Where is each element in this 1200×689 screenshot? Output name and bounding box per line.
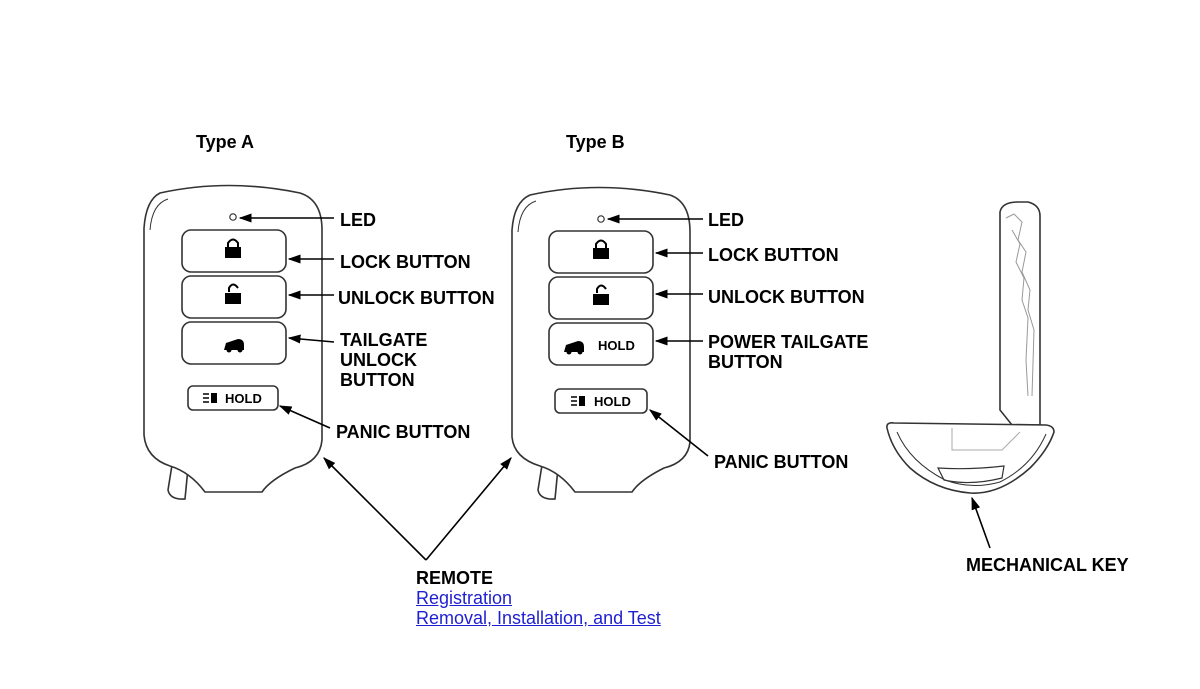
type-b-lock-button xyxy=(548,230,654,274)
unlock-icon xyxy=(593,284,609,305)
type-a-unlock-label: UNLOCK BUTTON xyxy=(338,288,495,308)
type-a-panic-button: HOLD xyxy=(187,385,279,411)
removal-installation-test-link[interactable]: Removal, Installation, and Test xyxy=(416,608,661,628)
headlight-icon xyxy=(203,393,217,403)
mechanical-key-leader xyxy=(971,496,991,549)
type-b-led-label: LED xyxy=(708,210,744,230)
type-a-panic-label: PANIC BUTTON xyxy=(336,422,471,442)
car-tailgate-icon xyxy=(224,339,244,353)
type-a-tailgate-button xyxy=(181,321,287,365)
type-a-leader-lines xyxy=(238,213,335,429)
type-b-tailgate-hold-text: HOLD xyxy=(598,338,635,353)
type-b-led xyxy=(597,215,605,223)
type-b-power-tailgate-button: HOLD xyxy=(548,322,654,366)
type-b-lock-label: LOCK BUTTON xyxy=(708,245,839,265)
registration-link[interactable]: Registration xyxy=(416,588,513,608)
mechanical-key-label: MECHANICAL KEY xyxy=(966,555,1129,575)
type-a-lock-label: LOCK BUTTON xyxy=(340,252,471,272)
type-b-power-tailgate-label-line2: BUTTON xyxy=(708,352,783,372)
type-b-panic-button: HOLD xyxy=(554,388,648,414)
type-a-led xyxy=(229,213,237,221)
type-a-title: Type A xyxy=(196,132,255,152)
type-b-unlock-label: UNLOCK BUTTON xyxy=(708,287,865,307)
type-b-leader-lines xyxy=(606,214,709,457)
type-b-unlock-button xyxy=(548,276,654,320)
headlight-icon xyxy=(571,396,585,406)
unlock-icon xyxy=(225,283,241,304)
type-b-panic-hold-text: HOLD xyxy=(594,394,631,409)
type-a-tailgate-label-line2: UNLOCK xyxy=(340,350,417,370)
type-a-panic-hold-text: HOLD xyxy=(225,391,262,406)
type-a-tailgate-label-line3: BUTTON xyxy=(340,370,415,390)
type-a-lock-button xyxy=(181,229,287,273)
type-b-power-tailgate-label-line1: POWER TAILGATE xyxy=(708,332,869,352)
type-b-title: Type B xyxy=(566,132,625,152)
lock-icon xyxy=(225,238,241,258)
mechanical-key xyxy=(886,201,1055,494)
lock-icon xyxy=(593,239,609,259)
remote-label: REMOTE xyxy=(416,568,494,588)
type-a-unlock-button xyxy=(181,275,287,319)
car-tailgate-icon xyxy=(564,341,584,355)
type-a-tailgate-label-line1: TAILGATE xyxy=(340,330,428,350)
remote-leader-lines xyxy=(323,457,512,561)
type-a-led-label: LED xyxy=(340,210,376,230)
type-b-panic-label: PANIC BUTTON xyxy=(714,452,849,472)
